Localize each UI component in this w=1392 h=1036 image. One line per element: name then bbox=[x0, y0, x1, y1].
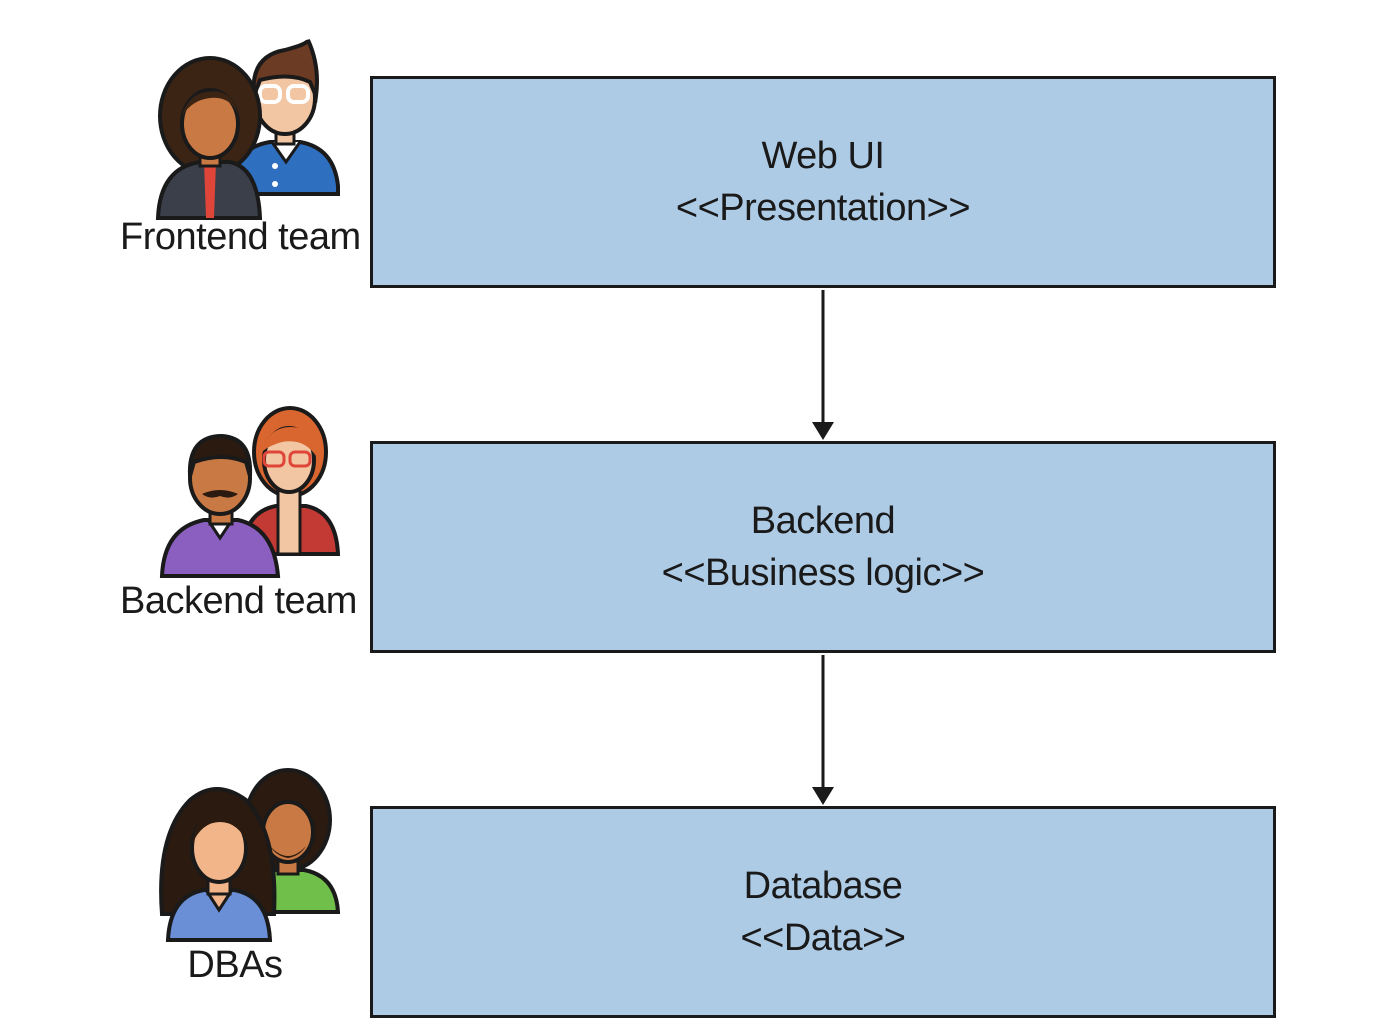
team-label: DBAs bbox=[187, 944, 283, 986]
team-backend: Backend team bbox=[120, 400, 360, 630]
layer-box-database: Database <<Data>> bbox=[370, 806, 1276, 1018]
layer-name: Web UI bbox=[761, 135, 885, 177]
layer-name: Database bbox=[743, 865, 903, 907]
layer-stereotype: <<Presentation>> bbox=[675, 187, 971, 229]
layer-name: Backend bbox=[750, 500, 896, 542]
backend-team-icon bbox=[159, 406, 340, 578]
layer-box-backend: Backend <<Business logic>> bbox=[370, 441, 1276, 653]
layer-stereotype: <<Business logic>> bbox=[661, 552, 985, 594]
arrow-web-to-backend bbox=[812, 290, 834, 440]
team-frontend: Frontend team bbox=[120, 36, 361, 266]
layer-stereotype: <<Data>> bbox=[740, 917, 906, 959]
layer-box-web-ui: Web UI <<Presentation>> bbox=[370, 76, 1276, 288]
dba-team-icon bbox=[159, 768, 340, 942]
arrow-backend-to-database bbox=[812, 655, 834, 805]
team-label: Frontend team bbox=[120, 216, 361, 258]
frontend-team-icon bbox=[155, 39, 340, 220]
team-dbas: DBAs bbox=[120, 764, 360, 994]
team-label: Backend team bbox=[120, 580, 357, 622]
